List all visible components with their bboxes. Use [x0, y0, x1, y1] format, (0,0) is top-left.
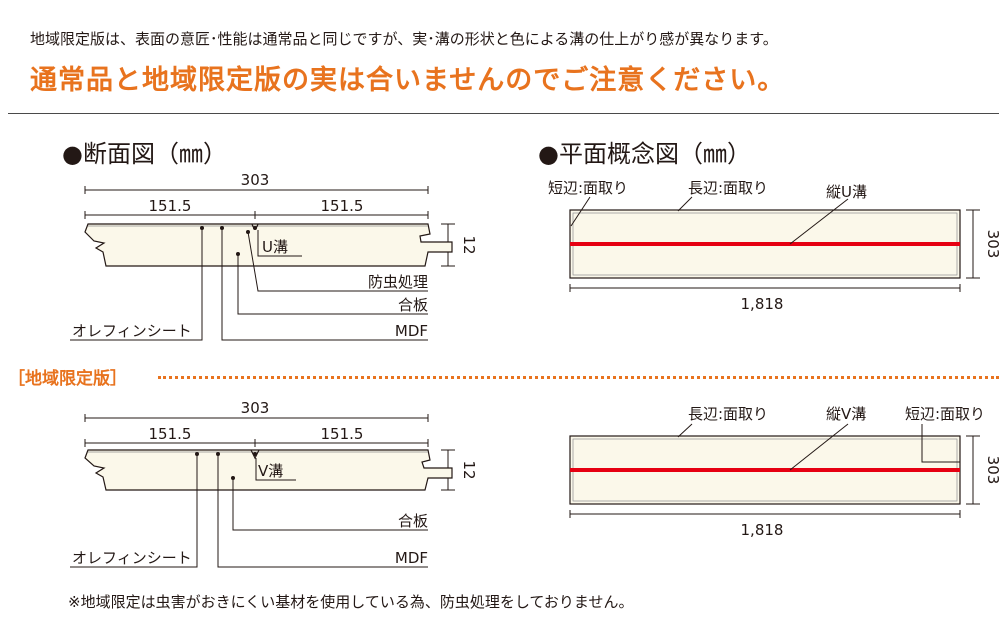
- v-groove-shape: [250, 449, 260, 460]
- layer-insect-treatment: 防虫処理: [368, 273, 428, 291]
- regional-divider: [158, 376, 999, 379]
- plan-long-edge-label: 長辺:面取り: [688, 405, 768, 423]
- plan-groove-label: 縦V溝: [826, 405, 866, 423]
- plan-short-edge-label: 短辺:面取り: [905, 405, 985, 423]
- layer-mdf: MDF: [395, 322, 428, 340]
- groove-label: V溝: [258, 462, 283, 480]
- plan-view-heading: ●平面概念図（㎜）: [538, 140, 751, 168]
- compatibility-warning: 通常品と地域限定版の実は合いませんのでご注意ください。: [30, 65, 786, 96]
- dim-half-right: 151.5: [321, 425, 364, 443]
- groove-label: U溝: [262, 238, 288, 256]
- plan-width: 303: [984, 456, 999, 485]
- regional-edition-label: ［地域限定版］: [8, 369, 127, 389]
- layer-plywood: 合板: [398, 512, 428, 530]
- dim-half-left: 151.5: [149, 197, 192, 215]
- dim-total-width: 303: [241, 171, 270, 189]
- plan-length: 1,818: [741, 295, 784, 313]
- layer-olefin-sheet: オレフィンシート: [72, 549, 192, 567]
- plan-groove-label: 縦U溝: [826, 183, 867, 201]
- board-profile-standard: [84, 223, 453, 267]
- dim-thickness: 12: [460, 235, 478, 254]
- dim-total-width: 303: [241, 399, 270, 417]
- plan-width: 303: [984, 230, 999, 259]
- header-divider: [8, 113, 999, 114]
- layer-olefin-sheet: オレフィンシート: [72, 322, 192, 340]
- dim-thickness: 12: [460, 460, 478, 479]
- layer-mdf: MDF: [395, 549, 428, 567]
- footnote: ※地域限定は虫害がおきにくい基材を使用している為、防虫処理をしておりません。: [68, 593, 634, 611]
- plan-length: 1,818: [741, 521, 784, 539]
- section-view-heading: ●断面図（㎜）: [62, 140, 227, 168]
- dim-half-left: 151.5: [149, 425, 192, 443]
- board-profile-regional: [84, 449, 453, 491]
- plan-long-edge-label: 長辺:面取り: [688, 179, 768, 197]
- layer-plywood: 合板: [398, 296, 428, 314]
- dim-half-right: 151.5: [321, 197, 364, 215]
- plan-short-edge-label: 短辺:面取り: [548, 179, 628, 197]
- intro-text: 地域限定版は、表面の意匠･性能は通常品と同じですが、実･溝の形状と色による溝の仕…: [30, 30, 778, 48]
